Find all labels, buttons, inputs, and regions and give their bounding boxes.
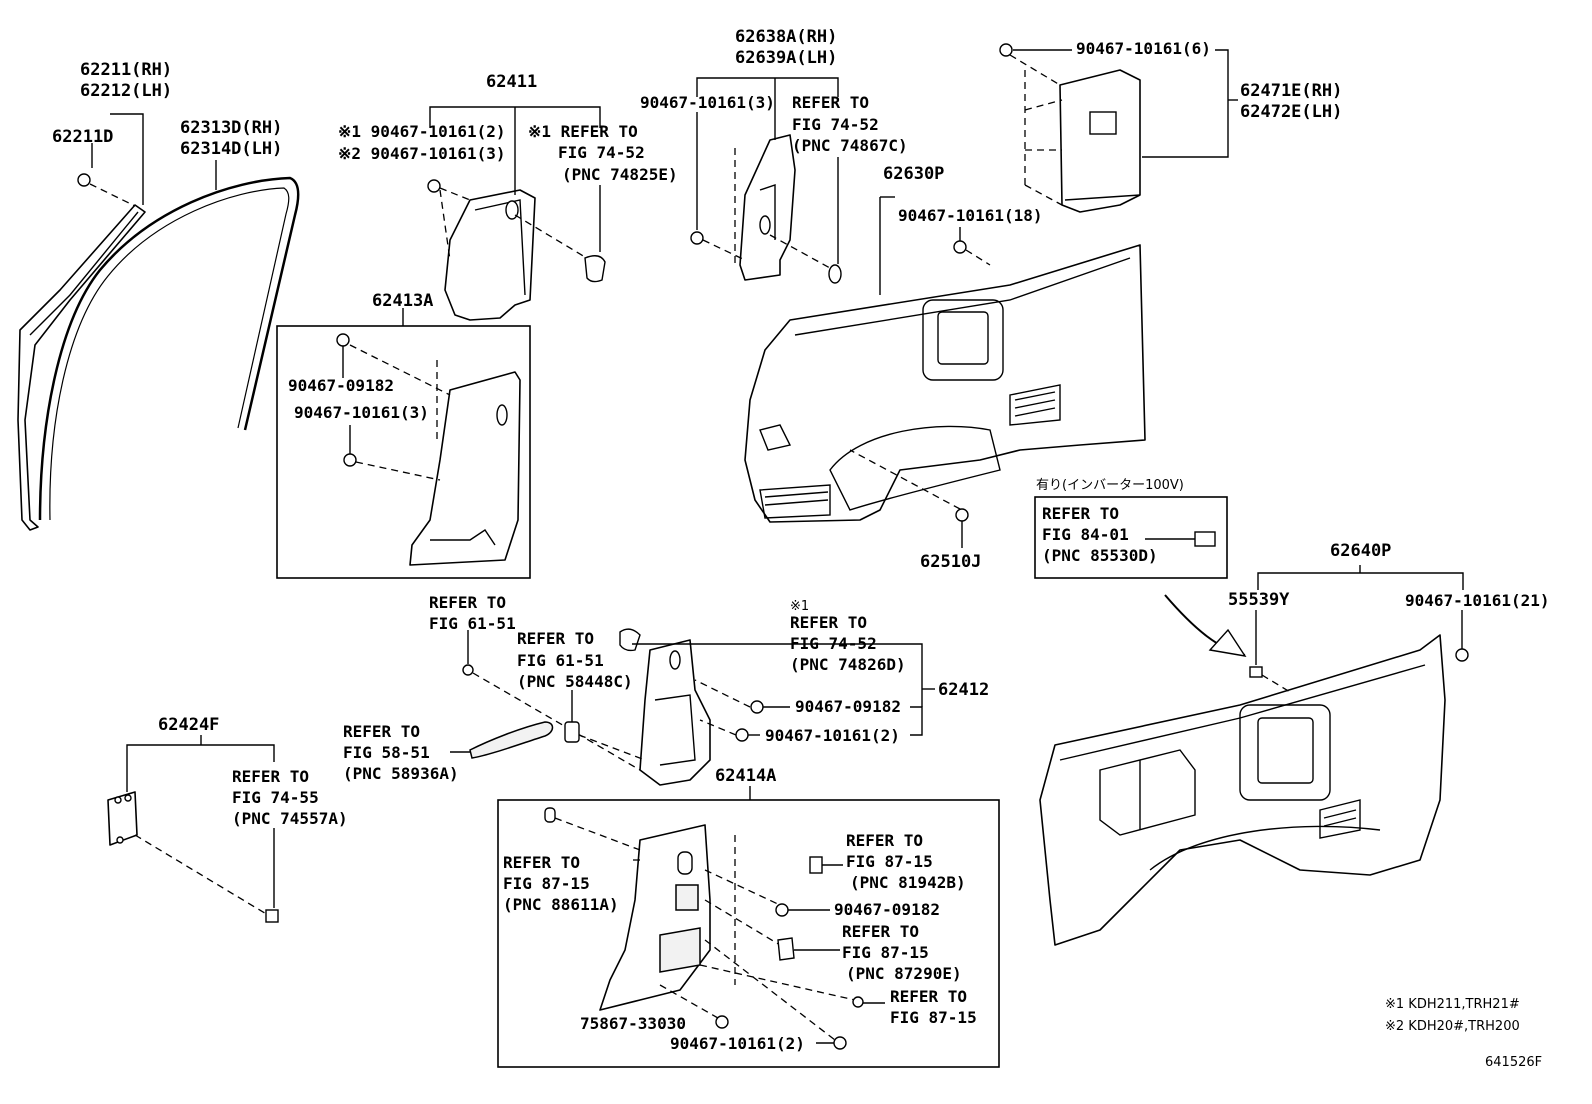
label-refer-74867c-2: FIG 74-52 [792, 115, 879, 134]
label-refer-74867c-3: (PNC 74867C) [792, 136, 908, 155]
label-refer-88611a-3: (PNC 88611A) [503, 895, 619, 914]
label-refer-58936a-2: FIG 58-51 [343, 743, 430, 762]
label-62212-lh: 62212(LH) [80, 81, 172, 101]
inverter-outlet [1194, 531, 1216, 547]
label-refer-fig61-1: REFER TO [429, 593, 506, 612]
label-refer-88611a-1: REFER TO [503, 853, 580, 872]
label-refer-85530d-2: FIG 84-01 [1042, 525, 1129, 544]
handle-58936a [469, 721, 554, 759]
label-refer-85530d-3: (PNC 85530D) [1042, 546, 1158, 565]
label-62471e-rh: 62471E(RH) [1240, 81, 1342, 101]
label-90467-10161-c: 90467-10161(6) [1076, 39, 1211, 58]
label-refer-74867c-1: REFER TO [792, 93, 869, 112]
label-note1-74826d: ※1 [790, 599, 809, 614]
clip-62510j [955, 508, 969, 522]
label-90467-09182-c: 90467-09182 [834, 900, 940, 919]
label-refer-74825e-3: (PNC 74825E) [562, 165, 678, 184]
label-refer-74825e-1: ※1 REFER TO [528, 122, 638, 141]
label-90467-09182-b: 90467-09182 [795, 697, 901, 716]
label-90467-10161-b: 90467-10161(3) [640, 93, 775, 112]
upper-trim-62471e [1059, 69, 1141, 213]
label-62424f: 62424F [158, 715, 219, 735]
label-refer-74826d-2: FIG 74-52 [790, 634, 877, 653]
label-refer-74557a-3: (PNC 74557A) [232, 809, 348, 828]
label-refer-58936a-1: REFER TO [343, 722, 420, 741]
label-55539y: 55539Y [1228, 590, 1290, 610]
label-75867-33030: 75867-33030 [580, 1014, 686, 1033]
group-box-62414a [497, 799, 1000, 1068]
label-refer-81942b-3: (PNC 81942B) [850, 873, 966, 892]
label-refer-fig87-1: REFER TO [890, 987, 967, 1006]
clip-55539y [1249, 666, 1263, 678]
label-90467-10161-e: 90467-10161(21) [1405, 591, 1550, 610]
label-62414a: 62414A [715, 766, 776, 786]
label-62638a-rh: 62638A(RH) [735, 27, 837, 47]
clip-62211d [77, 173, 91, 187]
label-refer-81942b-1: REFER TO [846, 831, 923, 850]
label-note1-clip: ※1 90467-10161(2) [338, 122, 506, 141]
label-note2-clip: ※2 90467-10161(3) [338, 144, 506, 163]
label-refer-fig61-2: FIG 61-51 [429, 614, 516, 633]
label-62411: 62411 [486, 72, 537, 92]
footnote-2: ※2 KDH20#,TRH200 [1385, 1019, 1520, 1034]
label-refer-88611a-2: FIG 87-15 [503, 874, 590, 893]
label-62413a: 62413A [372, 291, 433, 311]
pillar-trim-62638a [739, 134, 796, 281]
label-90467-10161-d: 90467-10161(18) [898, 206, 1043, 225]
label-refer-74557a-2: FIG 74-55 [232, 788, 319, 807]
label-refer-85530d-1: REFER TO [1042, 504, 1119, 523]
label-refer-87290e-2: FIG 87-15 [842, 943, 929, 962]
label-refer-58448c-3: (PNC 58448C) [517, 672, 633, 691]
clip-74825e [584, 255, 606, 283]
pillar-trim-62413a [409, 371, 521, 566]
label-90467-09182-a: 90467-09182 [288, 376, 394, 395]
label-refer-74825e-2: FIG 74-52 [558, 143, 645, 162]
label-62412: 62412 [938, 680, 989, 700]
label-refer-81942b-2: FIG 87-15 [846, 852, 933, 871]
label-refer-74826d-1: REFER TO [790, 613, 867, 632]
arrow-icon [1208, 628, 1247, 657]
quarter-pillar-62411 [444, 189, 536, 321]
figure-id: 641526F [1485, 1055, 1542, 1070]
label-refer-87290e-3: (PNC 87290E) [846, 964, 962, 983]
label-62211d: 62211D [52, 127, 113, 147]
bracket-62424f [107, 791, 138, 846]
label-refer-74557a-1: REFER TO [232, 767, 309, 786]
label-90467-10161-a: 90467-10161(3) [294, 403, 429, 422]
footnote-1: ※1 KDH211,TRH21# [1385, 997, 1520, 1012]
weatherstrip-62313d [38, 176, 300, 521]
label-62639a-lh: 62639A(LH) [735, 48, 837, 68]
label-refer-58936a-3: (PNC 58936A) [343, 764, 459, 783]
pillar-trim-62412 [639, 639, 711, 786]
label-refer-58448c-2: FIG 61-51 [517, 651, 604, 670]
label-62510j: 62510J [920, 552, 981, 572]
pillar-trim-62414a [599, 824, 711, 1011]
label-inverter-note: 有り(インバーター100V) [1036, 478, 1184, 493]
label-62472e-lh: 62472E(LH) [1240, 102, 1342, 122]
clip-74826d [619, 628, 641, 652]
label-62314d-lh: 62314D(LH) [180, 139, 282, 159]
label-refer-74826d-3: (PNC 74826D) [790, 655, 906, 674]
label-62630p: 62630P [883, 164, 944, 184]
label-refer-58448c-1: REFER TO [517, 629, 594, 648]
label-62640p: 62640P [1330, 541, 1391, 561]
label-62211-rh: 62211(RH) [80, 60, 172, 80]
quarter-trim-panel-62630p [744, 244, 1146, 523]
inverter-ref-box [1034, 496, 1228, 579]
label-refer-fig87-2: FIG 87-15 [890, 1008, 977, 1027]
label-62313d-rh: 62313D(RH) [180, 118, 282, 138]
label-refer-87290e-1: REFER TO [842, 922, 919, 941]
quarter-trim-panel-62640p [1039, 634, 1446, 946]
pillar-garnish-62211 [17, 204, 146, 531]
label-90467-10161-f: 90467-10161(2) [765, 726, 900, 745]
label-90467-10161-g: 90467-10161(2) [670, 1034, 805, 1053]
